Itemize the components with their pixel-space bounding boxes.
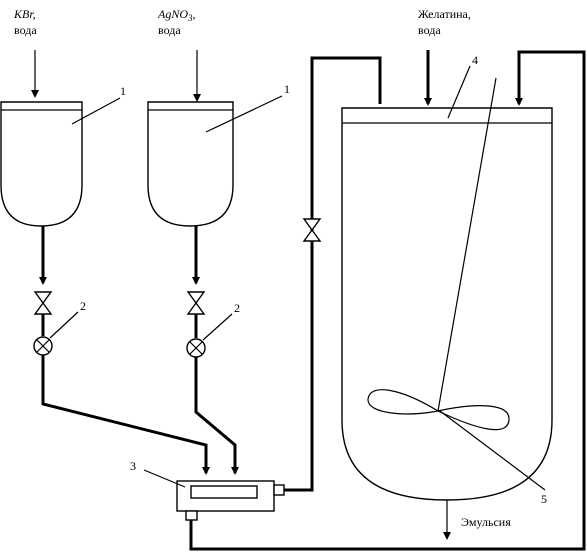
stirrer-callout-line xyxy=(439,410,546,491)
mixer-callout: 3 xyxy=(130,459,136,473)
meter-mid-callout: 2 xyxy=(234,301,240,315)
tank-mid xyxy=(147,101,234,227)
meter-mid-callout-line xyxy=(202,313,233,341)
tank-mid-callout: 1 xyxy=(284,82,290,96)
tank-mid-callout-line xyxy=(205,95,283,133)
tank-left-callout: 1 xyxy=(120,84,126,98)
reactor-lid-callout: 4 xyxy=(472,53,478,67)
gelatin-label: Желатина, xyxy=(418,7,471,21)
meter-left-callout: 2 xyxy=(80,299,86,313)
feed-line xyxy=(189,50,586,551)
tank-left xyxy=(0,101,83,227)
mixer-slot xyxy=(190,485,258,499)
agno3-label: AgNO3, xyxy=(157,7,196,23)
valve-left[interactable] xyxy=(33,291,53,315)
recirculation-line xyxy=(284,56,382,492)
gelatin-water-label: вода xyxy=(418,23,441,37)
kbr-water-label: вода xyxy=(14,23,37,37)
mixer-callout-line xyxy=(143,469,186,488)
tank-left-callout-line xyxy=(71,97,121,125)
mixer-side-port xyxy=(273,484,285,496)
emulsion-label: Эмульсия xyxy=(461,515,511,529)
stirrer-shaft xyxy=(437,77,497,412)
reactor-vessel xyxy=(341,107,553,501)
mixer-bottom-port xyxy=(185,510,198,521)
stirrer-callout: 5 xyxy=(541,492,547,506)
valve-mid[interactable] xyxy=(186,291,206,315)
valve-recirc[interactable] xyxy=(302,218,322,242)
reactor-lid-callout-line xyxy=(447,65,471,119)
stirrer-blade-left xyxy=(367,389,440,415)
kbr-label: KBr, xyxy=(13,7,36,21)
meter-left-callout-line xyxy=(49,311,79,339)
agno3-water-label: вода xyxy=(158,23,181,37)
stirrer-blade-right xyxy=(436,405,510,431)
